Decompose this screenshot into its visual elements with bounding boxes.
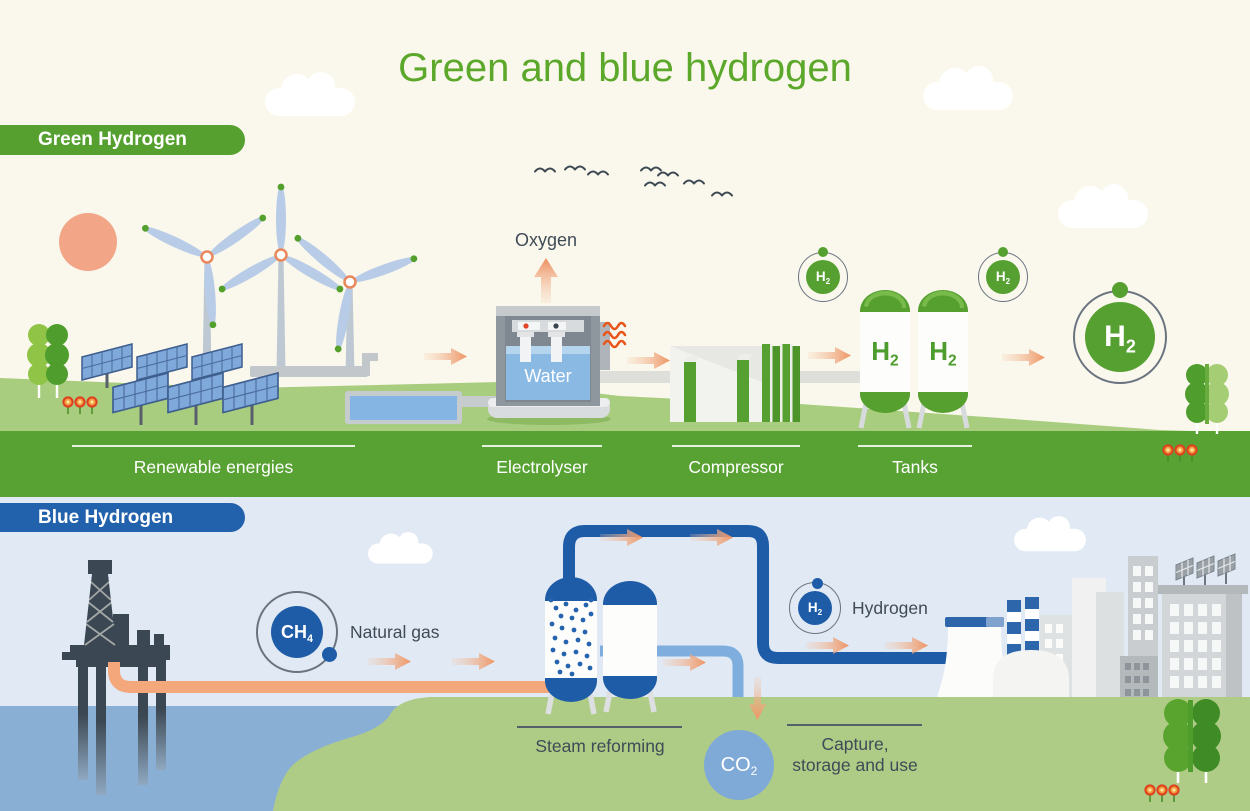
ch4-label: CH4 bbox=[271, 606, 323, 658]
h2-molecule-icon: H2 bbox=[1073, 282, 1167, 384]
heat-waves-icon bbox=[602, 321, 627, 349]
flowers-icon bbox=[1144, 784, 1180, 803]
electron-dot bbox=[1112, 282, 1128, 298]
stage-label: Compressor bbox=[688, 457, 784, 477]
electron-dot bbox=[998, 247, 1008, 257]
gas-pipeline bbox=[108, 662, 556, 693]
oxygen-arrow-icon bbox=[534, 258, 558, 303]
green-band bbox=[0, 431, 1250, 497]
stage-divider-line bbox=[482, 445, 602, 447]
hydrogen-pipe bbox=[563, 525, 952, 664]
stage-label: Electrolyser bbox=[496, 457, 588, 477]
solar-panel-icon bbox=[81, 343, 279, 425]
rooftop-solar-icon bbox=[1175, 553, 1236, 586]
oxygen-label: Oxygen bbox=[514, 230, 578, 250]
basin-pipe bbox=[458, 396, 498, 407]
natural-gas-label: Natural gas bbox=[350, 622, 440, 642]
stage-divider-line bbox=[72, 445, 355, 447]
tree-icon bbox=[27, 324, 69, 398]
stage-divider-line bbox=[858, 445, 972, 447]
flowers-icon bbox=[62, 396, 98, 415]
city-buildings bbox=[1040, 553, 1248, 707]
tank-h2-label: H2 bbox=[929, 336, 957, 370]
stage-renewable-energies: Renewable energies bbox=[72, 445, 355, 478]
steam-reforming-label: Steam reforming bbox=[535, 736, 665, 756]
h2-label: H2 bbox=[1085, 302, 1155, 372]
stage-divider-line bbox=[672, 445, 800, 447]
electrolyser-icon bbox=[487, 306, 611, 425]
co2-circle: CO2 bbox=[704, 730, 774, 800]
h2-label: H2 bbox=[798, 591, 832, 625]
label-divider-line bbox=[517, 726, 682, 728]
tank-h2-label: H2 bbox=[871, 336, 899, 370]
capture-line1: Capture, bbox=[821, 734, 889, 754]
basin-water bbox=[350, 396, 457, 420]
capture-line2: storage and use bbox=[792, 755, 918, 775]
power-plant-icon bbox=[932, 617, 1069, 710]
compressor-icon bbox=[670, 344, 800, 422]
stage-compressor: Compressor bbox=[672, 445, 800, 478]
pipe-elbow bbox=[362, 353, 378, 376]
h2-label: H2 bbox=[806, 260, 840, 294]
water-label: Water bbox=[524, 366, 572, 386]
ch4-molecule-icon: CH4 bbox=[256, 591, 338, 673]
label-divider-line bbox=[787, 724, 922, 726]
blue-hydrogen-banner: Blue Hydrogen bbox=[0, 503, 245, 532]
electron-dot bbox=[322, 647, 337, 662]
flowers-icon bbox=[1162, 444, 1198, 463]
tree-icon bbox=[1163, 699, 1221, 783]
page-title: Green and blue hydrogen bbox=[398, 46, 852, 90]
green-banner-label: Green Hydrogen bbox=[38, 129, 187, 150]
trees-flowers-bottom-right bbox=[1144, 699, 1221, 803]
h2-molecule-icon: H2 bbox=[978, 247, 1028, 302]
atom-ring bbox=[256, 591, 338, 673]
green-hydrogen-banner: Green Hydrogen bbox=[0, 125, 245, 155]
wind-turbine-icon bbox=[141, 183, 418, 377]
steam-reformer-icon bbox=[545, 577, 657, 715]
blue-banner-label: Blue Hydrogen bbox=[38, 507, 174, 528]
h2-molecule-icon: H2 bbox=[798, 247, 848, 302]
tree-icon bbox=[1185, 364, 1229, 434]
h2-label: H2 bbox=[986, 260, 1020, 294]
chimney-icon bbox=[1007, 597, 1039, 658]
electron-dot bbox=[812, 578, 823, 589]
stage-label: Renewable energies bbox=[133, 457, 294, 477]
sun-icon bbox=[59, 213, 117, 271]
electron-dot bbox=[818, 247, 828, 257]
turbine-platform bbox=[250, 366, 368, 377]
stage-tanks: Tanks bbox=[858, 445, 972, 478]
h2-molecule-icon: H2 bbox=[789, 578, 841, 634]
hydrogen-label: Hydrogen bbox=[852, 598, 928, 618]
stage-electrolyser: Electrolyser bbox=[482, 445, 602, 478]
stage-label: Tanks bbox=[892, 457, 938, 477]
capture-storage-label: Capture, storage and use bbox=[772, 734, 938, 776]
co2-pipe bbox=[600, 645, 744, 734]
hydrogen-tank-icon bbox=[858, 290, 970, 429]
